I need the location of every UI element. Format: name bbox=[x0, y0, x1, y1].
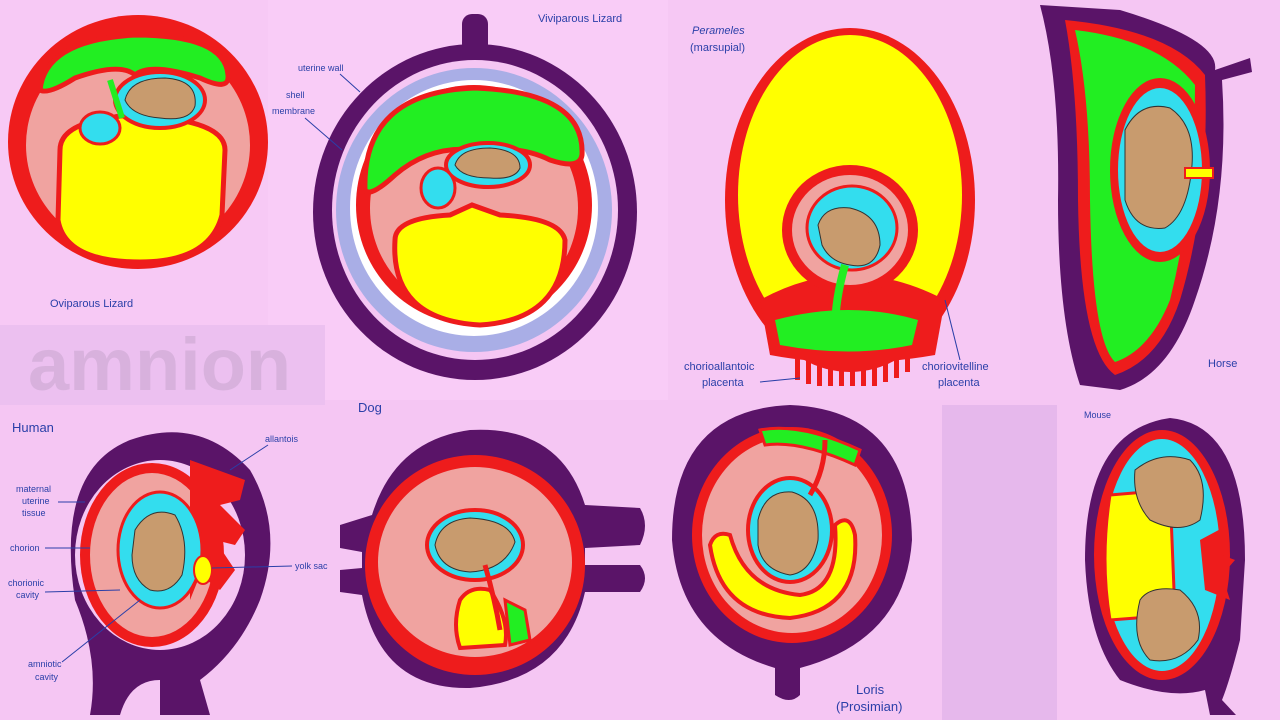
loris-yolk bbox=[707, 518, 858, 621]
maternal-label-3: tissue bbox=[22, 508, 46, 518]
panel-bg-gap bbox=[942, 405, 1057, 720]
loris-sublabel: (Prosimian) bbox=[836, 699, 902, 714]
yolk-sac-leader bbox=[211, 565, 293, 569]
chorioallantoic-leader bbox=[759, 377, 801, 383]
maternal-label-1: maternal bbox=[16, 484, 51, 494]
choriovitelline-label-2: placenta bbox=[938, 377, 980, 389]
chorioallantoic-label-1: chorioallantoic bbox=[684, 361, 755, 373]
human-embryo bbox=[131, 511, 186, 592]
maternal-label-2: uterine bbox=[22, 496, 50, 506]
human-diagram: Human allantois maternal uterine tissue … bbox=[8, 420, 328, 715]
loris-label: Loris bbox=[856, 682, 885, 697]
viviparous-embryo bbox=[454, 147, 521, 179]
dog-allantois bbox=[503, 597, 532, 647]
allantois-label: allantois bbox=[265, 434, 299, 444]
chorionic-cavity-label-2: cavity bbox=[16, 590, 40, 600]
oviparous-stalk bbox=[107, 79, 125, 119]
mouse-embryo-upper bbox=[1134, 456, 1204, 528]
perameles-villi bbox=[795, 354, 910, 386]
horse-label: Horse bbox=[1208, 358, 1237, 370]
chorionic-cavity-leader bbox=[44, 589, 121, 593]
loris-allantois bbox=[758, 426, 862, 468]
mouse-embryo-lower bbox=[1136, 588, 1200, 662]
loris-stalk bbox=[807, 439, 828, 497]
shell-membrane-leader bbox=[304, 117, 343, 151]
oviparous-embryo bbox=[124, 77, 196, 120]
shell-membrane-label-2: membrane bbox=[272, 106, 315, 116]
mouse-diagram: Mouse bbox=[1084, 410, 1245, 715]
shell-membrane-label-1: shell bbox=[286, 90, 305, 100]
viviparous-lizard-label: Viviparous Lizard bbox=[538, 13, 622, 25]
horse-diagram: Horse bbox=[1040, 5, 1252, 390]
amniotic-cavity-label-1: amniotic bbox=[28, 659, 62, 669]
loris-diagram: Loris (Prosimian) bbox=[672, 405, 912, 714]
perameles-allantois bbox=[775, 310, 918, 352]
perameles-embryo bbox=[817, 207, 881, 267]
perameles-label: Perameles bbox=[692, 25, 745, 37]
dog-diagram: Dog bbox=[340, 400, 645, 689]
viviparous-stalk bbox=[462, 14, 488, 54]
loris-embryo bbox=[757, 491, 819, 576]
perameles-diagram: Perameles (marsupial) chorioallantoic pl… bbox=[684, 25, 989, 389]
viviparous-lizard-diagram: Viviparous Lizard uterine wall shell mem… bbox=[272, 13, 637, 380]
mouse-label: Mouse bbox=[1084, 410, 1111, 420]
watermark-band bbox=[0, 325, 325, 405]
chorioallantoic-label-2: placenta bbox=[702, 377, 744, 389]
human-label: Human bbox=[12, 420, 54, 435]
chorionic-cavity-label-1: chorionic bbox=[8, 578, 45, 588]
dog-stalk bbox=[482, 564, 503, 631]
dog-label: Dog bbox=[358, 400, 382, 415]
uterine-wall-leader bbox=[339, 73, 361, 93]
horse-embryo bbox=[1124, 105, 1193, 229]
allantois-leader bbox=[229, 444, 269, 471]
oviparous-lizard-label: Oviparous Lizard bbox=[50, 298, 133, 310]
yolk-sac-label: yolk sac bbox=[295, 561, 328, 571]
uterine-wall-label: uterine wall bbox=[298, 63, 344, 73]
oviparous-lizard-diagram: Oviparous Lizard bbox=[8, 15, 268, 310]
chorion-label: chorion bbox=[10, 543, 40, 553]
mouse-placenta bbox=[1200, 525, 1235, 600]
amniotic-cavity-label-2: cavity bbox=[35, 672, 59, 682]
amniotic-cavity-leader bbox=[61, 599, 141, 663]
dog-embryo bbox=[434, 517, 516, 573]
oviparous-allantois bbox=[37, 32, 231, 94]
oviparous-amnion-loop bbox=[78, 110, 122, 146]
watermark-text: amnion bbox=[28, 323, 291, 406]
choriovitelline-leader bbox=[944, 299, 961, 361]
choriovitelline-label-1: choriovitelline bbox=[922, 361, 989, 373]
horse-yolk-stalk bbox=[1184, 167, 1214, 179]
viviparous-yolk bbox=[392, 202, 568, 328]
perameles-stalk bbox=[831, 263, 849, 331]
viviparous-amnion-loop bbox=[419, 166, 457, 210]
perameles-sublabel: (marsupial) bbox=[690, 42, 745, 54]
viviparous-allantois bbox=[362, 85, 585, 195]
human-yolk-sac bbox=[193, 555, 213, 585]
